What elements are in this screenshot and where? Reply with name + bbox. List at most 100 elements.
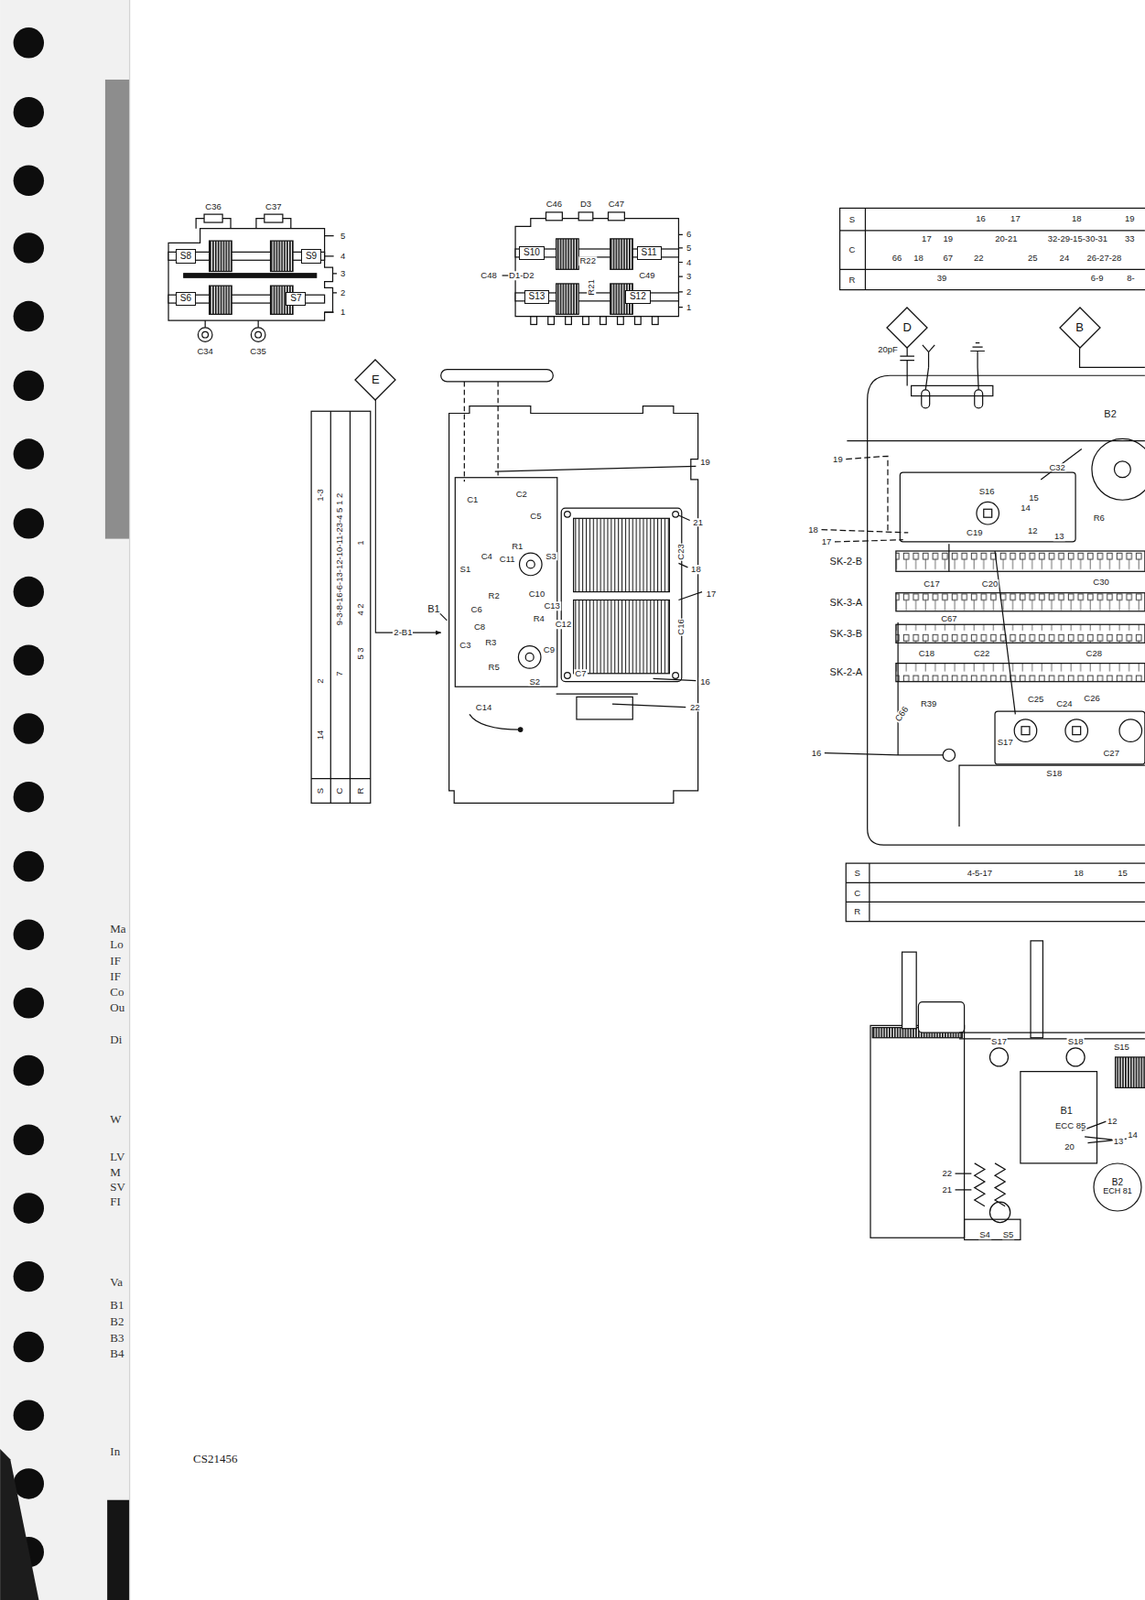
node-label: S6 [180,293,192,304]
part-label: C20 [981,579,999,589]
socket-label: SK-3-A [829,596,864,607]
tuner-chassis-part [519,552,543,576]
node-label: S11 [641,248,658,259]
callout-number: 12 [1106,1117,1119,1127]
part-label: C49 [637,270,656,281]
coil-board-part [530,316,538,325]
table-cell: 39 [936,274,949,284]
part-label: R5 [487,662,501,672]
rf-chassis-part [899,472,1076,542]
margin-fragment: B3 [108,1330,125,1343]
circle-outline [1093,1163,1142,1211]
margin-fragment: SV [108,1179,127,1192]
coil-label-box: S12 [625,290,651,305]
table-cell: 20-21 [993,234,1018,244]
binder-margin-part [105,79,130,540]
table-cell: 19 [1123,214,1136,224]
part-label: C32 [1047,463,1066,473]
part-label: C25 [1026,694,1045,704]
callout-number: 22 [689,702,702,713]
table-cell: 22 [972,253,985,263]
part-label: S5 [1002,1230,1016,1240]
coil-label-box: S6 [175,291,196,307]
margin-fragment: FI [108,1195,122,1208]
coil-board-part [548,316,555,325]
coil-board-part [209,240,233,271]
drive-mechanism-part [989,1047,1008,1067]
rf-chassis-part [824,622,943,756]
node-label: S10 [523,248,541,259]
part-label: C10 [528,589,546,599]
lead-line-part [438,612,447,621]
drive-mechanism-part [955,1173,973,1190]
drive-mechanism-part [974,1163,985,1207]
binder-margin-part-part [13,301,44,332]
part-label: C67 [939,614,958,624]
tuner-chassis-part [518,646,541,670]
rf-chassis-part [1113,461,1131,478]
callout-number: 16 [699,677,712,687]
rf-chassis-part [867,399,1145,845]
part-label: R6 [1092,514,1106,524]
diamond-outline [355,359,396,400]
part-label: C26 [1082,693,1101,703]
table-cell: 67 [942,253,955,263]
part-label: C46 [545,199,563,209]
part-label: R39 [919,700,938,710]
table-cell: 33 [1123,234,1136,244]
margin-fragment: LV [108,1150,126,1163]
part-label: C7 [573,669,587,679]
tuner-chassis-part [556,692,638,694]
binder-margin-part-part [13,1331,44,1362]
binder-margin-part-part [13,1400,44,1431]
tuner-chassis-part [573,518,670,592]
coil-board-part [617,316,625,325]
part-label: C3 [458,640,472,650]
table-cell: 4-5-17 [966,869,994,879]
table-cell: 25 [1026,253,1039,263]
coil-board-part [515,218,679,317]
node-label: E [371,373,380,387]
node-label: S12 [629,291,647,303]
drive-mechanism-part [994,1163,1005,1207]
tuner-chassis-part [464,381,498,482]
binder-margin-part-part [13,370,44,401]
callout-number: 1 [685,302,692,313]
table-grid-part [845,863,1145,922]
callout-number: 3 [685,271,692,281]
tuner-chassis-part [449,406,699,804]
drive-mechanism-part [959,1032,1145,1039]
tuner-chassis-part [526,560,535,569]
part-label: C34 [195,346,214,357]
coil-board-part [202,331,209,338]
drive-mechanism-part [1020,1071,1098,1164]
part-label: C22 [972,648,991,659]
rf-chassis-part [994,711,1145,765]
rf-chassis-part [896,550,1145,572]
coil-board-part [209,285,233,314]
part-label: R21 [586,279,596,297]
rf-chassis-part [899,347,915,386]
reference-diamond: B [1058,306,1102,349]
rf-chassis-part [922,345,935,390]
coil-board-part [583,316,590,325]
table-cell: C [853,888,862,898]
part-label: C6 [470,604,484,615]
binder-margin-part-part [13,576,44,607]
table-cell: 5 3 [356,646,366,660]
table-cell: 1 [356,540,366,547]
coil-board-part [578,212,594,221]
tuner-chassis-part [518,727,522,732]
table-cell: R [853,907,862,917]
binder-margin-part-part [13,27,44,58]
coil-board-part [255,331,262,338]
catalog-code: CS21456 [192,1452,238,1465]
part-label: C28 [1085,648,1103,659]
binder-margin-part-part [13,851,44,882]
tuner-chassis-part [495,465,703,707]
node-label: S13 [529,291,546,303]
binder-margin-part-part [13,1192,44,1223]
coil-board-part [610,238,634,270]
part-label: D3 [579,199,593,209]
